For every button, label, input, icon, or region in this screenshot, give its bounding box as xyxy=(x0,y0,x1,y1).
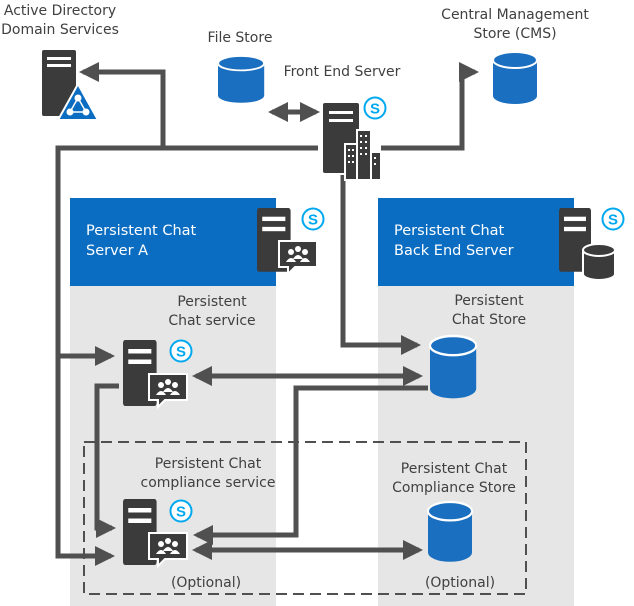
pc-backend-title-line2: Back End Server xyxy=(394,243,514,259)
connectors xyxy=(55,62,479,566)
file-store-database-icon xyxy=(216,54,266,104)
pc-backend-title-line1: Persistent Chat xyxy=(394,223,505,239)
cms-label-line1: Central Management xyxy=(441,7,589,23)
directory-icon xyxy=(56,81,100,121)
ad-label-line1: Active Directory xyxy=(3,3,117,19)
cms-label-line2: Store (CMS) xyxy=(473,26,557,42)
skype-icon xyxy=(601,207,625,231)
pc-server-a-header xyxy=(70,198,276,286)
optional-label-left: (Optional) xyxy=(170,575,242,591)
compliance-store-label-line2: Compliance Store xyxy=(392,480,516,496)
pc-store-database-icon xyxy=(428,334,478,400)
service-to-compliance xyxy=(94,383,119,538)
front-end-label: Front End Server xyxy=(283,64,401,80)
pc-backend-database-icon xyxy=(582,243,616,281)
chat-service-label-line2: Chat service xyxy=(168,313,256,329)
file-store-label: File Store xyxy=(207,30,273,46)
cms-database-icon xyxy=(492,51,538,105)
ad-connector xyxy=(79,62,166,148)
pc-store-label-line2: Chat Store xyxy=(451,312,527,328)
pc-server-a-title-line2: Server A xyxy=(86,243,149,259)
active-directory-server-icon xyxy=(42,50,76,116)
compliance-store-label-line1: Persistent Chat xyxy=(400,461,508,477)
chat-service-label-line1: Persistent xyxy=(177,294,247,310)
store-to-compliance xyxy=(193,385,428,545)
skype-icon xyxy=(363,96,387,120)
optional-region xyxy=(83,441,527,595)
skype-icon xyxy=(169,499,193,523)
optional-label-right: (Optional) xyxy=(424,575,496,591)
pc-store-label-line1: Persistent xyxy=(454,293,524,309)
front-end-trunk xyxy=(55,145,318,566)
skype-icon xyxy=(169,339,193,363)
skype-icon xyxy=(301,207,325,231)
pc-server-a-title-line1: Persistent Chat xyxy=(86,223,197,239)
compliance-service-label-line1: Persistent Chat xyxy=(154,456,262,472)
compliance-service-label-line2: compliance service xyxy=(140,475,276,491)
pc-backend-header xyxy=(378,198,574,286)
compliance-store-database-icon xyxy=(426,500,474,563)
ad-label-line2: Domain Services xyxy=(1,22,119,38)
office-building-icon xyxy=(344,129,382,181)
front-end-to-store xyxy=(340,175,421,355)
cms-connector xyxy=(381,62,479,151)
